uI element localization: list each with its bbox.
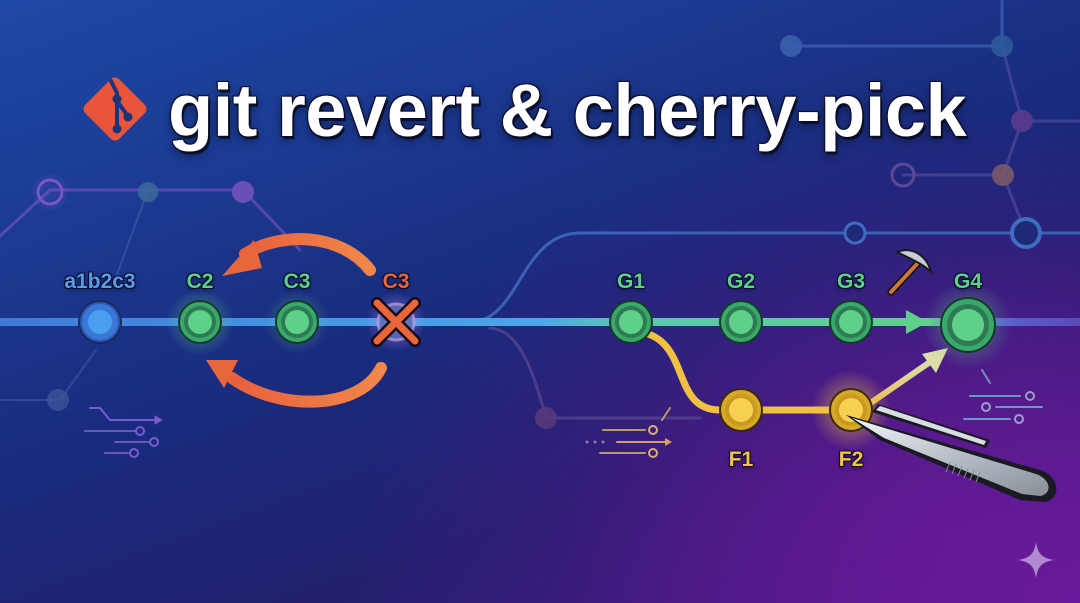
commit-label-g2: G2	[726, 270, 756, 293]
commit-label-c2: C2	[186, 270, 214, 293]
commit-node-c2	[166, 288, 234, 356]
revert-arrow-top	[239, 233, 376, 276]
commit-label-c3-reverted: C3	[382, 270, 410, 293]
merge-arrow	[906, 310, 928, 334]
git-logo-icon	[83, 77, 147, 141]
commit-node-g1	[609, 300, 653, 344]
tweezers-icon	[846, 404, 1057, 502]
commit-label-c3: C3	[283, 270, 311, 293]
commit-label-g1: G1	[616, 270, 646, 293]
commit-label-a1b2c3: a1b2c3	[64, 270, 136, 293]
main-branch-line	[0, 318, 1080, 326]
commit-node-g3	[829, 300, 873, 344]
commit-label-f2: F2	[838, 448, 864, 471]
commit-node-g4	[924, 281, 1012, 369]
commit-label-g4: G4	[953, 270, 983, 293]
x-mark-icon	[371, 297, 421, 347]
commit-label-g3: G3	[836, 270, 866, 293]
revert-arrow-bottom	[226, 362, 387, 408]
commit-node-a1b2c3	[78, 300, 122, 344]
commit-node-f1	[719, 388, 763, 432]
page-title: git revert & cherry-pick	[168, 69, 967, 152]
commit-node-c3-reverted	[366, 292, 426, 352]
pickaxe-icon	[887, 249, 933, 296]
feature-branch-line	[641, 329, 839, 414]
commit-node-c3	[265, 290, 329, 354]
commit-node-g2	[719, 300, 763, 344]
commit-label-f1: F1	[728, 448, 754, 471]
sparkle-icon	[1018, 542, 1054, 578]
